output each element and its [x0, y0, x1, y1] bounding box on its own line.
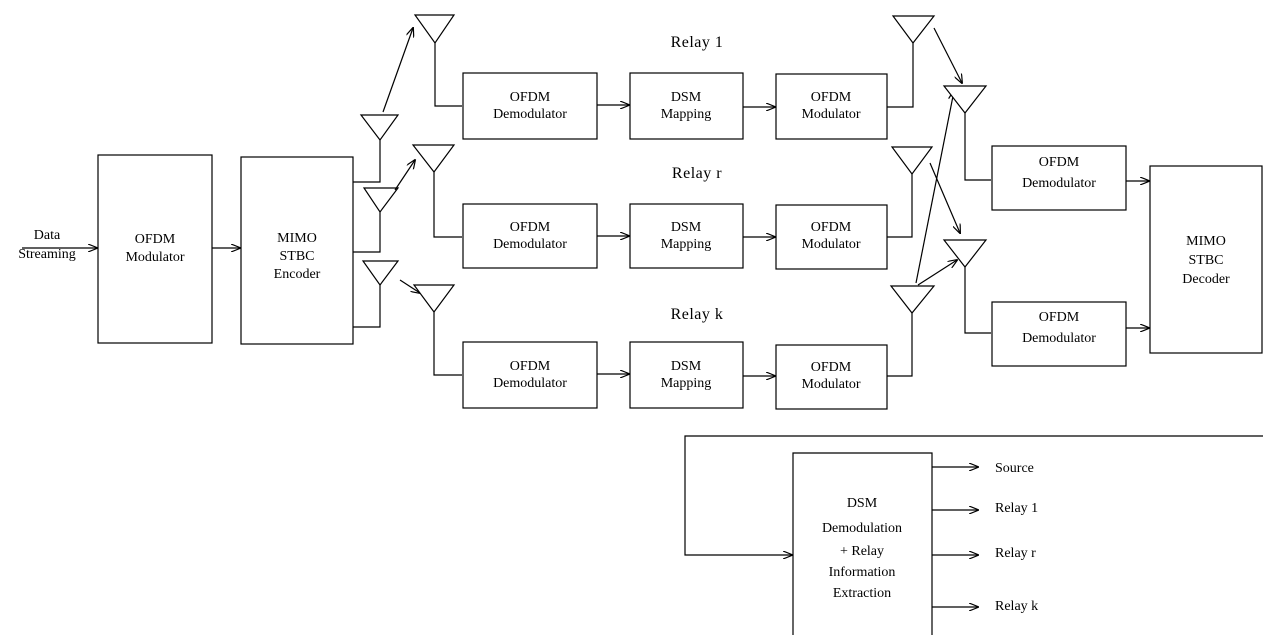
relay-r-tx-antenna-icon: [890, 146, 934, 176]
relay-1-mod-line-2: Modulator: [801, 107, 860, 122]
output-relay1-label: Relay 1: [995, 501, 1038, 516]
relay-1-mod-line-1: OFDM: [811, 90, 852, 105]
relay-r-ofdm-modulator-block: [775, 204, 888, 270]
relayr-to-rx2-arrow: [929, 162, 960, 233]
relay-k-mod-line-2: Modulator: [801, 377, 860, 392]
relay-1-tx-feed: [887, 43, 914, 108]
relay-1-rx-feed: [434, 43, 462, 107]
relay-k-ofdm-modulator-block: [775, 344, 888, 410]
stbc-encoder-block: [240, 156, 354, 345]
feedback-line: [684, 435, 1263, 555]
relay-k-demod-line-2: Demodulator: [493, 376, 567, 391]
stbc-encoder-line-2: STBC: [279, 249, 314, 264]
extraction-line-2: Demodulation: [822, 521, 902, 536]
stbc-decoder-line-3: Decoder: [1182, 272, 1230, 287]
relay-k-map-line-2: Mapping: [661, 376, 712, 391]
extraction-line-1: DSM: [847, 496, 878, 511]
tx-to-relay1-arrow: [382, 28, 413, 113]
tx-feed-2: [353, 212, 381, 253]
relayk-to-rx2-arrow: [917, 260, 957, 286]
relay-r-map-line-2: Mapping: [661, 237, 712, 252]
rx-demod-2-line-1: OFDM: [1039, 310, 1080, 325]
tx-ofdm-modulator-line-2: Modulator: [125, 250, 184, 265]
rx-demod-1-line-1: OFDM: [1039, 155, 1080, 170]
relay-k-label: Relay k: [671, 306, 724, 323]
rx-antenna-1-icon: [942, 85, 988, 114]
relay1-to-rx1-arrow: [933, 27, 962, 83]
relay-k-ofdm-demodulator-block: [462, 341, 598, 409]
rx-ofdm-demodulator-2-block: [991, 301, 1127, 367]
relayk-to-rx1-arrow: [915, 91, 954, 284]
input-label: Data Streaming: [18, 228, 76, 262]
input-label-line-2: Streaming: [18, 247, 76, 262]
relay-r-mod-line-2: Modulator: [801, 237, 860, 252]
stbc-encoder-line-3: Encoder: [274, 267, 321, 282]
relay-1-map-line-2: Mapping: [661, 107, 712, 122]
output-relayk-label: Relay k: [995, 599, 1038, 614]
relay-r-rx-feed: [433, 172, 462, 238]
relay-k-map-line-1: DSM: [671, 359, 702, 374]
tx-antenna-2-icon: [362, 187, 400, 214]
rx-feed-1: [964, 113, 991, 181]
relay-k-rx-feed: [433, 312, 462, 376]
relay-k-mod-line-1: OFDM: [811, 360, 852, 375]
relay-1-rx-antenna-icon: [413, 14, 456, 45]
extraction-line-5: Extraction: [833, 586, 891, 601]
relay-r-demod-line-2: Demodulator: [493, 237, 567, 252]
relay-1-dsm-mapping-block: [629, 72, 744, 140]
relay-r-map-line-1: DSM: [671, 220, 702, 235]
stbc-decoder-block: [1149, 165, 1263, 354]
output-relayr-label: Relay r: [995, 546, 1036, 561]
relay-k-demod-line-1: OFDM: [510, 359, 551, 374]
tx-feed-3: [353, 285, 381, 328]
rx-demod-1-line-2: Demodulator: [1022, 176, 1096, 191]
relay-1-label: Relay 1: [671, 34, 724, 51]
relay-1-demod-line-1: OFDM: [510, 90, 551, 105]
stbc-decoder-line-2: STBC: [1188, 253, 1223, 268]
rx-feed-2: [964, 267, 991, 334]
relay-1-tx-antenna-icon: [891, 15, 936, 44]
tx-ofdm-modulator-block: [97, 154, 213, 344]
input-label-line-1: Data: [34, 228, 61, 243]
tx-antenna-1-icon: [359, 114, 400, 142]
relay-k-tx-antenna-icon: [889, 285, 936, 314]
relay-r-demod-line-1: OFDM: [510, 220, 551, 235]
rx-ofdm-demodulator-1-block: [991, 145, 1127, 211]
relay-1-map-line-1: DSM: [671, 90, 702, 105]
tx-ofdm-modulator-line-1: OFDM: [135, 232, 176, 247]
relay-r-mod-line-1: OFDM: [811, 220, 852, 235]
relay-k-rx-antenna-icon: [412, 284, 456, 314]
relay-r-rx-antenna-icon: [411, 144, 456, 173]
relay-r-label: Relay r: [672, 165, 722, 182]
tx-feed-1: [353, 140, 381, 183]
extraction-block: [792, 452, 933, 635]
extraction-line-4: Information: [829, 565, 896, 580]
relay-1-ofdm-demodulator-block: [462, 72, 598, 140]
rx-demod-2-line-2: Demodulator: [1022, 331, 1096, 346]
tx-to-relayk-arrow: [399, 279, 420, 293]
relay-r-ofdm-demodulator-block: [462, 203, 598, 269]
tx-antenna-3-icon: [361, 260, 400, 287]
stbc-encoder-line-1: MIMO: [277, 231, 317, 246]
relay-r-tx-feed: [887, 174, 913, 238]
relay-r-dsm-mapping-block: [629, 203, 744, 269]
relay-k-dsm-mapping-block: [629, 341, 744, 409]
relay-1-demod-line-2: Demodulator: [493, 107, 567, 122]
output-source-label: Source: [995, 461, 1034, 476]
tx-to-relayr-arrow: [394, 160, 415, 191]
rx-antenna-2-icon: [942, 239, 988, 268]
relay-k-tx-feed: [887, 313, 913, 377]
extraction-line-3: + Relay: [840, 544, 884, 559]
stbc-decoder-line-1: MIMO: [1186, 234, 1226, 249]
relay-1-ofdm-modulator-block: [775, 73, 888, 140]
